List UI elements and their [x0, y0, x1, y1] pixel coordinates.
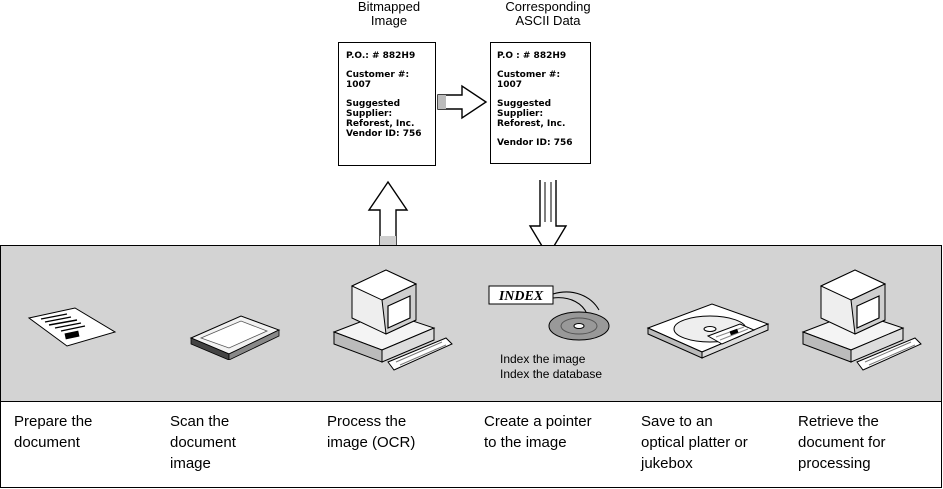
step-2-image	[157, 245, 315, 402]
supplier-value: Reforest, Inc.	[497, 119, 566, 129]
supplier-label: Supplier:	[346, 109, 393, 119]
step-4-image: INDEX Index the image Index the database	[471, 245, 629, 402]
optical-platter-icon	[646, 303, 770, 359]
step-5-image	[628, 245, 786, 402]
po-number: P.O : # 882H9	[497, 51, 567, 61]
step-6-image	[785, 245, 942, 402]
step-4-label: Create a pointer to the image	[471, 402, 629, 488]
index-label: INDEX	[498, 289, 544, 304]
bitmapped-document: P.O.: # 882H9 Customer #: 1007 Suggested…	[338, 42, 436, 166]
supplier-value: Reforest, Inc.	[346, 119, 415, 129]
ascii-data-heading: Corresponding ASCII Data	[505, 0, 591, 28]
scanner-icon	[189, 315, 281, 360]
step-6-label: Retrieve the document for processing	[785, 402, 942, 488]
ascii-document: P.O : # 882H9 Customer #: 1007 Suggested…	[490, 42, 591, 164]
suggested-label: Suggested	[346, 99, 401, 109]
index-disk-icon: INDEX	[488, 285, 610, 341]
index-notes: Index the image Index the database	[500, 352, 603, 381]
step-3-image	[314, 245, 472, 402]
step-5-label: Save to an optical platter or jukebox	[628, 402, 786, 488]
step-1-image	[0, 245, 158, 402]
supplier-label: Supplier:	[497, 109, 544, 119]
computer-icon	[332, 269, 453, 371]
vendor-id: Vendor ID: 756	[346, 129, 422, 139]
computer-icon	[801, 269, 922, 371]
customer-value: 1007	[346, 80, 372, 90]
step-2-label: Scan the document image	[157, 402, 315, 488]
bitmapped-image-heading: Bitmapped Image	[357, 0, 421, 28]
paper-document-icon	[27, 307, 117, 347]
customer-label: Customer #:	[497, 70, 561, 80]
suggested-label: Suggested	[497, 99, 552, 109]
customer-label: Customer #:	[346, 70, 410, 80]
step-1-label: Prepare the document	[0, 402, 158, 488]
po-number: P.O.: # 882H9	[346, 51, 416, 61]
right-arrow-icon	[437, 84, 488, 120]
process-steps: Prepare the document Scan the document i…	[0, 245, 942, 488]
step-3-label: Process the image (OCR)	[314, 402, 472, 488]
vendor-id: Vendor ID: 756	[497, 138, 573, 148]
customer-value: 1007	[497, 80, 523, 90]
